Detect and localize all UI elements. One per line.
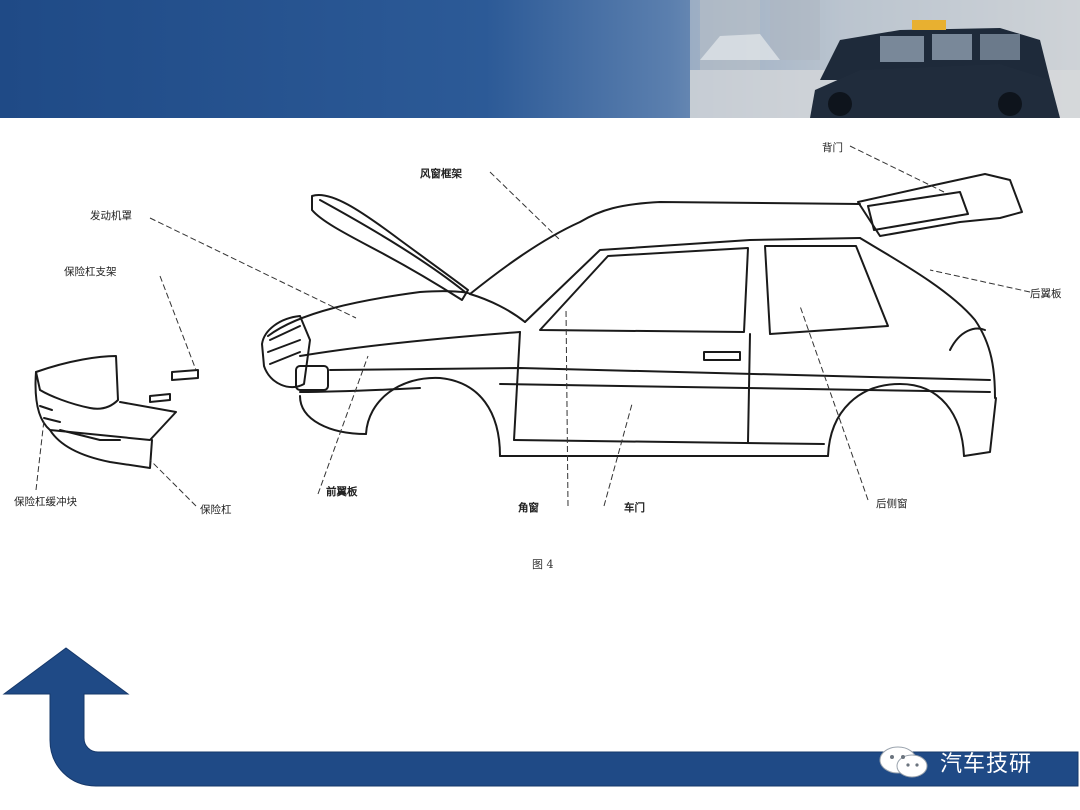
figure-caption: 图 4 xyxy=(532,558,554,571)
raised-hood xyxy=(311,193,469,301)
car-body-diagram xyxy=(34,145,1031,507)
label-rear-fender: 后翼板 xyxy=(1030,288,1062,300)
label-windshield-frame: 风窗框架 xyxy=(420,168,462,180)
label-engine-hood: 发动机罩 xyxy=(90,210,132,222)
roof-line xyxy=(469,201,861,295)
header-banner xyxy=(0,0,1080,118)
label-tail-gate: 背门 xyxy=(822,142,843,154)
label-front-fender: 前翼板 xyxy=(326,486,358,498)
banner-photo-decoration xyxy=(690,0,1080,118)
label-bumper-absorber: 保险杠缓冲块 xyxy=(14,496,77,508)
label-door: 车门 xyxy=(624,502,645,514)
label-pillar: 角窗 xyxy=(518,502,539,514)
label-bumper-bracket: 保险杠支架 xyxy=(64,266,117,278)
brand-watermark: 汽车技研 xyxy=(876,744,1032,780)
wechat-icon xyxy=(879,746,928,778)
front-bumper xyxy=(35,355,119,410)
label-rear-side-window: 后侧窗 xyxy=(876,498,908,510)
arrow-decoration xyxy=(2,647,1079,787)
label-bumper: 保险杠 xyxy=(200,504,232,516)
brand-name: 汽车技研 xyxy=(940,752,1033,777)
tail-gate xyxy=(857,173,1023,237)
